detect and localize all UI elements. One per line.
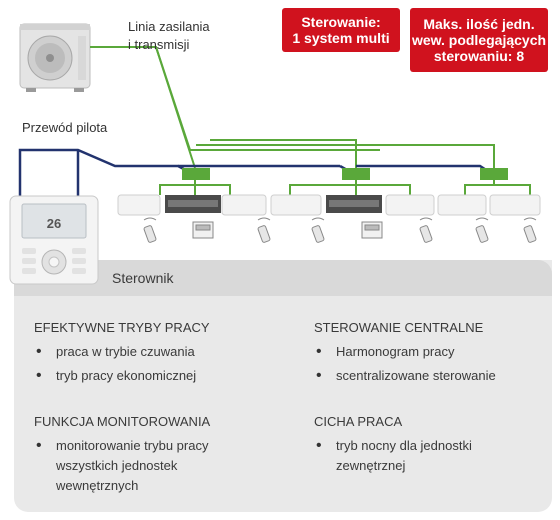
controller-label: Sterownik — [112, 270, 174, 286]
wall-unit-icon — [437, 194, 487, 216]
panel-header — [14, 260, 552, 296]
remote-wire-label: Przewód pilota — [22, 120, 108, 135]
branch-box-1 — [182, 168, 210, 180]
badge-max-units-line3: sterowaniu: 8 — [433, 48, 525, 64]
list-item: praca w trybie czuwania — [34, 342, 264, 362]
wired-controller-icon — [192, 221, 214, 239]
badge-control-line1: Sterowanie: — [301, 14, 381, 30]
badge-max-units-line2: wew. podlegających — [411, 32, 547, 48]
wall-unit-icon — [270, 194, 322, 216]
badge-max-units-line1: Maks. ilość jedn. — [423, 16, 535, 32]
central-controller-icon: 26 — [9, 195, 99, 285]
branch-box-2 — [342, 168, 370, 180]
remote-wire — [18, 148, 495, 198]
section-list-monitoring: monitorowanie trybu pracy wszystkich jed… — [34, 436, 244, 500]
section-title-quiet: CICHA PRACA — [314, 414, 403, 429]
controller-display-value: 26 — [47, 216, 61, 231]
remote-icons — [143, 217, 537, 243]
section-list-modes: praca w trybie czuwania tryb pracy ekono… — [34, 342, 264, 390]
badge-control-line2: 1 system multi — [292, 30, 390, 46]
remote-control-icon — [311, 217, 325, 243]
remote-control-icon — [257, 217, 271, 243]
remote-control-icon — [523, 217, 537, 243]
indoor-units — [117, 194, 541, 216]
remote-control-icon — [419, 217, 433, 243]
section-list-central: Harmonogram pracy scentralizowane sterow… — [314, 342, 544, 390]
ducted-unit-icon — [165, 195, 221, 213]
list-item: scentralizowane sterowanie — [314, 366, 544, 386]
power-line-label: Linia zasilania i transmisji — [128, 18, 210, 54]
wall-unit-icon — [385, 194, 435, 216]
section-list-quiet: tryb nocny dla jednostki zewnętrznej — [314, 436, 514, 480]
branch-box-3 — [480, 168, 508, 180]
section-title-central: STEROWANIE CENTRALNE — [314, 320, 484, 335]
remote-control-icon — [143, 217, 157, 243]
outdoor-unit-icon — [19, 23, 91, 92]
power-line-label-line1: Linia zasilania — [128, 19, 210, 34]
remote-control-icon — [475, 217, 489, 243]
badge-control: Sterowanie: 1 system multi — [282, 8, 400, 52]
ducted-unit-icon — [326, 195, 382, 213]
system-diagram — [18, 23, 541, 243]
list-item: tryb nocny dla jednostki zewnętrznej — [314, 436, 514, 476]
wall-unit-icon — [489, 194, 541, 216]
wall-unit-icon — [117, 194, 161, 216]
section-title-modes: EFEKTYWNE TRYBY PRACY — [34, 320, 210, 335]
wall-unit-icon — [221, 194, 267, 216]
section-title-monitoring: FUNKCJA MONITOROWANIA — [34, 414, 211, 429]
power-line — [90, 46, 531, 195]
power-line-label-line2: i transmisji — [128, 37, 190, 52]
list-item: monitorowanie trybu pracy wszystkich jed… — [34, 436, 244, 496]
badge-max-units: Maks. ilość jedn. wew. podlegających ste… — [410, 8, 548, 72]
list-item: tryb pracy ekonomicznej — [34, 366, 264, 386]
wired-controller-icon — [361, 221, 383, 239]
list-item: Harmonogram pracy — [314, 342, 544, 362]
